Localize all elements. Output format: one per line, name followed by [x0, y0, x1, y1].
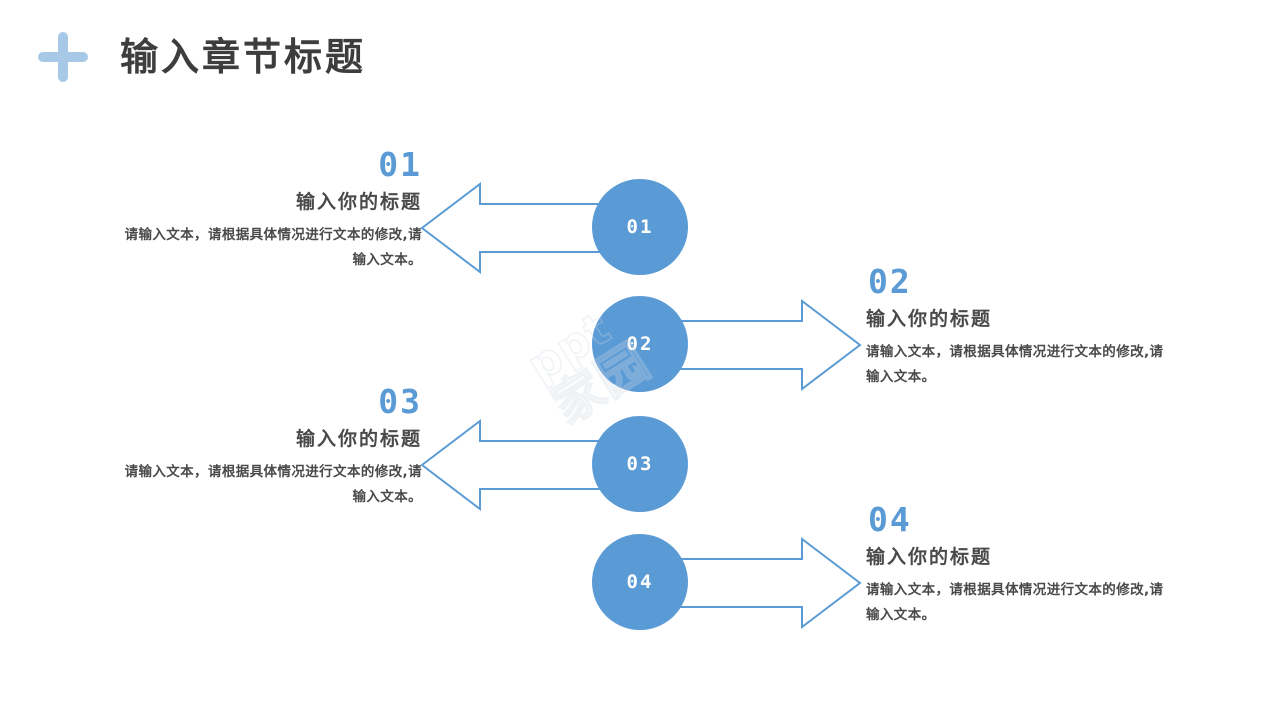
circle-label-04: 04: [626, 571, 654, 593]
arrow-left-icon: [418, 181, 650, 278]
arrow-right-icon: [632, 536, 864, 633]
section-number-01: 01: [378, 145, 422, 184]
section-number-04: 04: [868, 500, 912, 539]
section-body-01: 请输入文本，请根据具体情况进行文本的修改,请输入文本。: [124, 227, 422, 269]
section-circle-01[interactable]: 01: [592, 179, 688, 275]
section-text-01: 01 输入你的标题 请输入文本，请根据具体情况进行文本的修改,请输入文本。: [112, 145, 422, 273]
section-row-01: 01 输入你的标题 请输入文本，请根据具体情况进行文本的修改,请输入文本。 01: [0, 145, 1280, 308]
section-text-02: 02 输入你的标题 请输入文本，请根据具体情况进行文本的修改,请输入文本。: [866, 262, 1176, 390]
section-body-04: 请输入文本，请根据具体情况进行文本的修改,请输入文本。: [866, 582, 1164, 624]
section-title-02: 输入你的标题: [866, 307, 993, 330]
arrow-right-icon: [632, 298, 864, 395]
section-title-04: 输入你的标题: [866, 545, 993, 568]
circle-label-02: 02: [626, 333, 654, 355]
circle-label-01: 01: [626, 216, 654, 238]
slide-header: 输入章节标题: [36, 22, 366, 92]
section-title-01: 输入你的标题: [295, 190, 422, 213]
section-row-03: 03 输入你的标题 请输入文本，请根据具体情况进行文本的修改,请输入文本。 03: [0, 382, 1280, 545]
section-text-03: 03 输入你的标题 请输入文本，请根据具体情况进行文本的修改,请输入文本。: [112, 382, 422, 510]
circle-label-03: 03: [626, 453, 654, 475]
section-row-02: 02 02 输入你的标题 请输入文本，请根据具体情况进行文本的修改,请输入文本。: [0, 262, 1280, 425]
section-body-03: 请输入文本，请根据具体情况进行文本的修改,请输入文本。: [124, 464, 422, 506]
section-title-03: 输入你的标题: [295, 427, 422, 450]
section-text-04: 04 输入你的标题 请输入文本，请根据具体情况进行文本的修改,请输入文本。: [866, 500, 1176, 628]
section-row-04: 04 04 输入你的标题 请输入文本，请根据具体情况进行文本的修改,请输入文本。: [0, 500, 1280, 663]
section-number-03: 03: [378, 382, 422, 421]
section-number-02: 02: [868, 262, 912, 301]
section-body-02: 请输入文本，请根据具体情况进行文本的修改,请输入文本。: [866, 344, 1164, 386]
section-circle-03[interactable]: 03: [592, 416, 688, 512]
plus-icon: [36, 30, 90, 84]
section-circle-04[interactable]: 04: [592, 534, 688, 630]
section-circle-02[interactable]: 02: [592, 296, 688, 392]
arrow-left-icon: [418, 418, 650, 515]
page-title: 输入章节标题: [120, 35, 367, 79]
